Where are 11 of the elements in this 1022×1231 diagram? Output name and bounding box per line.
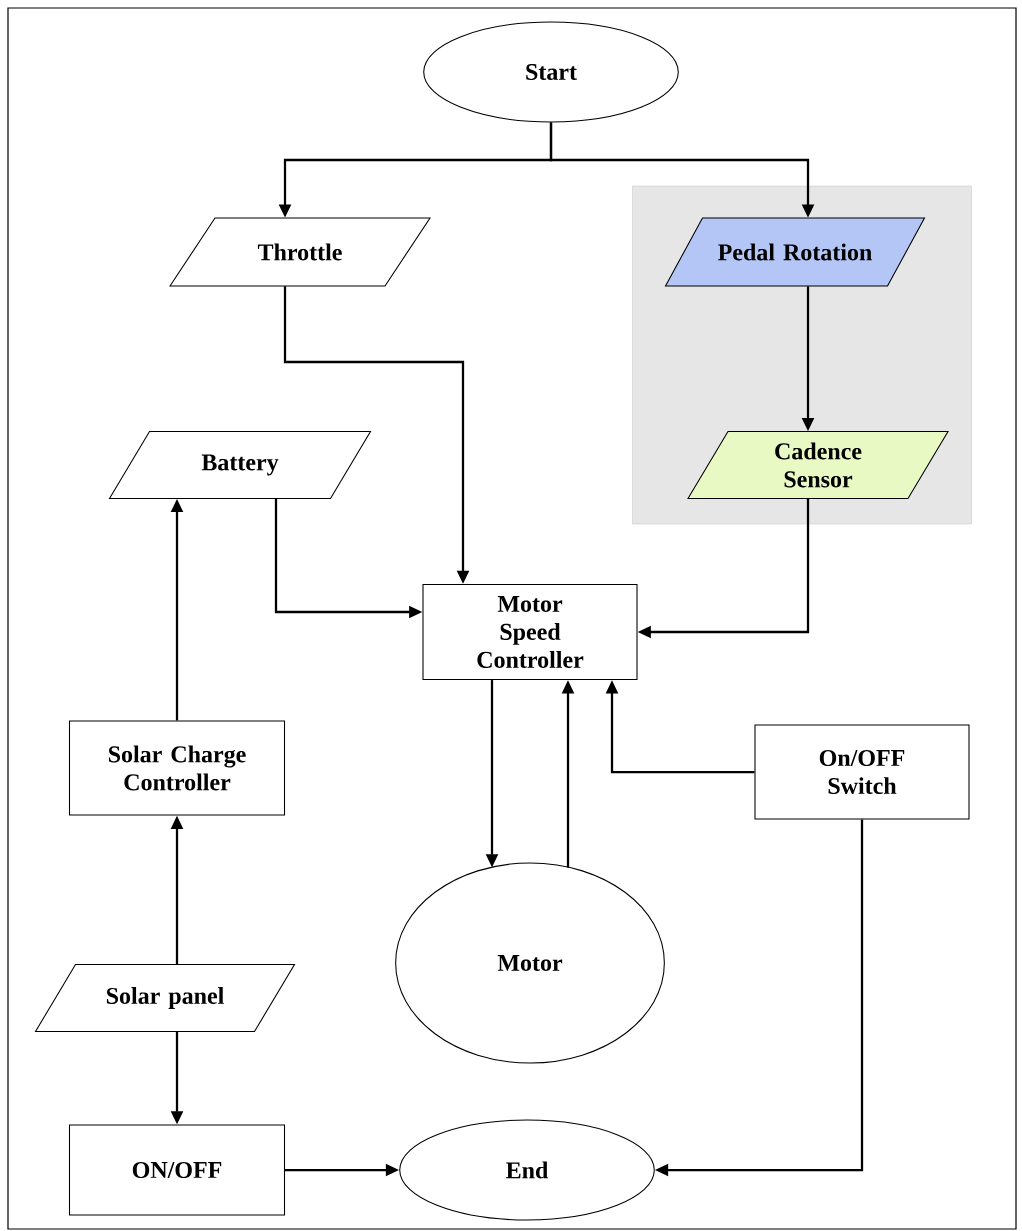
input-parallelogram: Solar panel: [34, 963, 296, 1033]
input-parallelogram: Throttle: [169, 217, 431, 287]
process-box: Solar Charge Controller: [68, 720, 286, 816]
input-parallelogram: Battery: [108, 430, 372, 500]
start-oval: Start: [423, 21, 679, 123]
input-parallelogram: Pedal Rotation: [664, 217, 926, 287]
end-oval: End: [399, 1119, 655, 1221]
process-box: ON/OFF: [68, 1124, 286, 1216]
input-parallelogram: Cadence Sensor: [687, 430, 949, 500]
process-box: On/OFF Switch: [754, 724, 970, 820]
process-box: Motor Speed Controller: [422, 583, 638, 681]
